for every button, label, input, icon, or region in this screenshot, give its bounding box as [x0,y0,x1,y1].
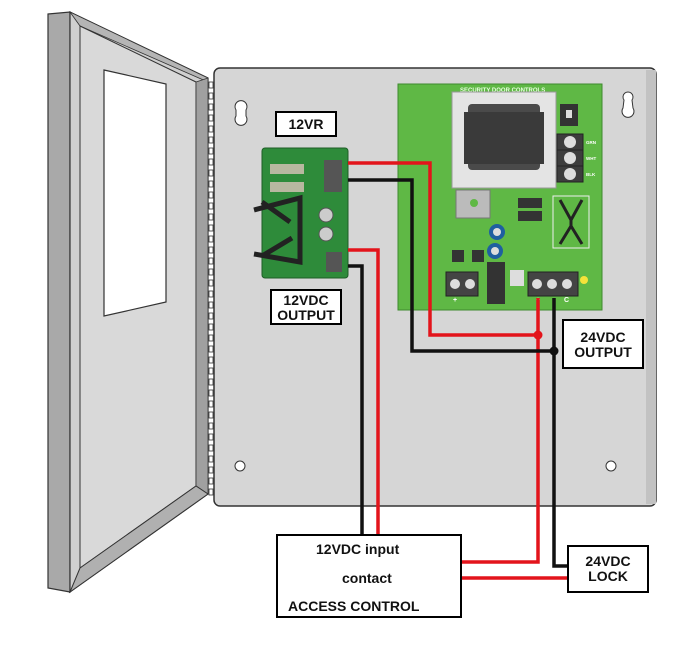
hinge-knuckle [208,147,214,155]
access-control-input-label: 12VDC input [316,541,400,557]
hinge-knuckle [208,114,214,122]
wire-12v-positive [348,248,380,534]
hinge-knuckle [208,268,214,276]
hinge-knuckle [208,422,214,430]
mount-hole-left [234,460,246,472]
svg-text:WHT: WHT [586,156,596,161]
hinge-knuckle [208,389,214,397]
hinge-knuckle [208,367,214,375]
hinge-knuckle [208,466,214,474]
door-hinge [208,81,214,496]
access-control-box: 12VDC input contact ACCESS CONTROL [276,534,462,618]
hinge-knuckle [208,103,214,111]
hinge-knuckle [208,433,214,441]
junction-negative [549,346,559,356]
access-control-contact-label: contact [342,570,392,586]
hinge-knuckle [208,290,214,298]
hinge-knuckle [208,180,214,188]
enclosure-door [47,11,209,594]
hinge-knuckle [208,378,214,386]
door-window [103,69,167,317]
fuse-holder [487,262,505,304]
hinge-knuckle [208,191,214,199]
status-led [580,276,588,284]
junction-positive [533,330,543,340]
power-supply-pcb: SECURITY DOOR CONTROLS GRN WHT BLK + + C [397,83,603,311]
label-12vr: 12VR [275,111,337,137]
svg-text:+: + [453,297,457,304]
heatsink-12vr [253,194,303,265]
pcb-brand: SECURITY DOOR CONTROLS [460,88,545,94]
hinge-knuckle [208,136,214,144]
hinge-knuckle [208,323,214,331]
wire-negative-supply [348,178,570,568]
hinge-knuckle [208,400,214,408]
wire-12v-negative [348,264,364,534]
regulator-board-12vr [253,147,349,279]
hinge-knuckle [208,125,214,133]
hinge-knuckle [208,444,214,452]
hinge-knuckle [208,345,214,353]
hinge-knuckle [208,301,214,309]
hinge-knuckle [208,92,214,100]
hinge-knuckle [208,235,214,243]
hinge-knuckle [208,213,214,221]
hinge-knuckle [208,455,214,463]
hinge-knuckle [208,477,214,485]
keyhole-mount-right [621,91,635,118]
access-control-name: ACCESS CONTROL [288,598,420,614]
hinge-knuckle [208,312,214,320]
hinge-knuckle [208,81,214,89]
hinge-knuckle [208,246,214,254]
hinge-knuckle [208,488,214,496]
keyhole-mount-left [234,100,248,126]
mount-hole-right [605,460,617,472]
svg-text:GRN: GRN [586,140,596,145]
hinge-knuckle [208,169,214,177]
hinge-knuckle [208,158,214,166]
wire-positive-supply [348,161,540,564]
hinge-knuckle [208,279,214,287]
hinge-knuckle [208,224,214,232]
hinge-knuckle [208,356,214,364]
hinge-knuckle [208,334,214,342]
svg-text:C: C [564,297,569,304]
hinge-knuckle [208,257,214,265]
hinge-knuckle [208,411,214,419]
svg-text:BLK: BLK [586,172,596,177]
hinge-knuckle [208,202,214,210]
